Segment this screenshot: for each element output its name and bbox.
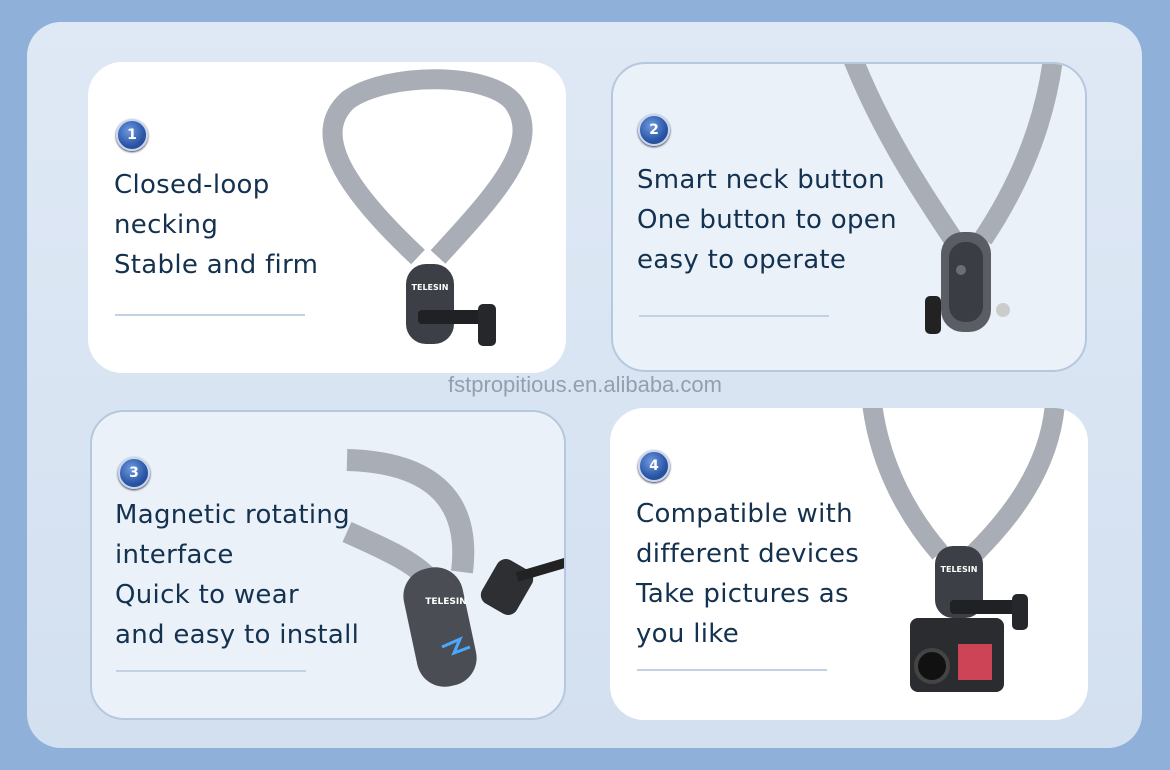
- number-badge: 3: [118, 457, 150, 489]
- feature-text: Magnetic rotating interface Quick to wea…: [115, 495, 359, 655]
- text-line: and easy to install: [115, 620, 360, 650]
- camera-mount-image: TELESIN: [862, 408, 1065, 692]
- text-line: One button to open: [637, 205, 897, 235]
- text-line: you like: [636, 619, 740, 649]
- feature-text: Closed-loop necking Stable and firm: [114, 165, 318, 285]
- number-badge: 2: [638, 114, 670, 146]
- brand-logo: TELESIN: [941, 565, 978, 574]
- feature-card-3: 3 Magnetic rotating interface Quick to w…: [90, 410, 566, 720]
- text-line: easy to operate: [637, 245, 847, 275]
- watermark: fstpropitious.en.alibaba.com: [448, 372, 722, 397]
- magnetic-interface-image: TELESIN: [342, 449, 564, 687]
- text-line: different devices: [636, 539, 860, 569]
- text-line: Compatible with: [636, 499, 853, 529]
- feature-card-2: 2 Smart neck button One button to open e…: [611, 62, 1087, 372]
- divider: [116, 670, 306, 672]
- brand-logo: TELESIN: [412, 283, 449, 292]
- feature-card-1: 1 Closed-loop necking Stable and firm TE…: [88, 62, 566, 373]
- brand-logo: TELESIN: [425, 597, 467, 607]
- divider: [637, 669, 827, 671]
- text-line: Closed-loop: [114, 170, 270, 200]
- feature-text: Compatible with different devices Take p…: [636, 494, 859, 654]
- text-line: interface: [115, 540, 234, 570]
- divider: [639, 315, 829, 317]
- neck-button-image: [844, 64, 1063, 334]
- neck-mount-loop-image: TELESIN: [322, 69, 533, 346]
- feature-card-4: 4 Compatible with different devices Take…: [610, 408, 1088, 720]
- text-line: Smart neck button: [637, 165, 885, 195]
- number-badge: 4: [638, 450, 670, 482]
- text-line: necking: [114, 210, 219, 240]
- text-line: Stable and firm: [114, 250, 319, 280]
- feature-text: Smart neck button One button to open eas…: [637, 160, 897, 280]
- number-badge: 1: [116, 119, 148, 151]
- text-line: Magnetic rotating: [115, 500, 350, 530]
- text-line: Take pictures as: [636, 579, 849, 609]
- text-line: Quick to wear: [115, 580, 299, 610]
- divider: [115, 314, 305, 316]
